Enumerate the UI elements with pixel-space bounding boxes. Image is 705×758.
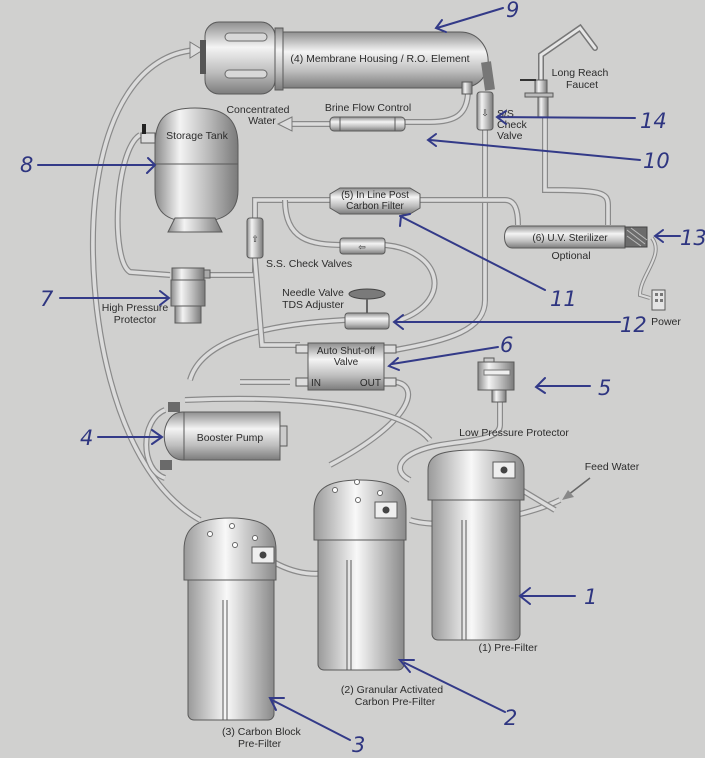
needle-valve-label-1: Needle Valve xyxy=(282,287,344,299)
carbon-block-label-1: (3) Carbon Block xyxy=(222,726,302,738)
annotation-13: 13 xyxy=(680,226,705,250)
post-carbon-filter-label-2: Carbon Filter xyxy=(346,201,404,212)
gac-pre-filter-label-1: (2) Granular Activated xyxy=(341,684,443,696)
post-carbon-filter-label-1: (5) In Line Post xyxy=(341,190,409,201)
annotation-11: 11 xyxy=(550,287,577,311)
gac-pre-filter-housing: (2) Granular Activated Carbon Pre-Filter xyxy=(313,479,443,708)
carbon-block-pre-filter-housing: (3) Carbon Block Pre-Filter xyxy=(183,517,302,750)
auto-shutoff-valve: Auto Shut-off Valve IN OUT xyxy=(295,342,397,391)
auto-shutoff-label-2: Valve xyxy=(334,357,359,368)
flow-left-icon: ⇦ xyxy=(358,242,366,252)
storage-tank: Storage Tank xyxy=(140,107,239,233)
auto-shutoff-label-1: Auto Shut-off xyxy=(317,346,375,357)
high-pressure-protector: High Pressure Protector xyxy=(102,267,211,326)
flow-arrow-icon xyxy=(189,41,204,59)
power-label: Power xyxy=(651,316,681,328)
annotation-4: 4 xyxy=(80,426,93,450)
storage-tank-label: Storage Tank xyxy=(166,130,228,142)
uv-optional-label: Optional xyxy=(551,250,590,262)
high-pressure-protector-label-1: High Pressure xyxy=(102,302,169,314)
annotation-1: 1 xyxy=(584,585,597,609)
flow-direction-icon: ⇩ xyxy=(481,108,489,118)
concentrated-water-label-2: Water xyxy=(248,115,276,127)
gac-pre-filter-label-2: Carbon Pre-Filter xyxy=(355,696,436,708)
low-pressure-protector-label: Low Pressure Protector xyxy=(459,427,569,439)
long-reach-faucet: Long Reach Faucet xyxy=(520,23,609,118)
booster-pump-label: Booster Pump xyxy=(197,432,264,444)
annotation-5: 5 xyxy=(598,376,611,400)
annotation-8: 8 xyxy=(20,153,33,177)
feed-water: Feed Water xyxy=(562,461,640,500)
pre-filter-label: (1) Pre-Filter xyxy=(479,642,538,654)
ss-check-valves-label: S.S. Check Valves xyxy=(266,258,352,270)
annotation-6: 6 xyxy=(500,333,513,357)
needle-valve-tds-adjuster: Needle Valve TDS Adjuster xyxy=(282,287,390,330)
annotation-14: 14 xyxy=(640,109,667,133)
annotation-3: 3 xyxy=(352,733,365,757)
asv-in-label: IN xyxy=(311,378,321,389)
power-plug-icon xyxy=(651,289,666,311)
faucet-label-2: Faucet xyxy=(566,79,598,91)
post-carbon-filter: (5) In Line Post Carbon Filter xyxy=(329,187,421,215)
low-pressure-protector: Low Pressure Protector xyxy=(459,357,569,439)
flow-up-icon: ⇧ xyxy=(251,234,259,244)
carbon-block-label-2: Pre-Filter xyxy=(238,738,282,750)
ss-check-valve-top: ⇩ S/S Check Valve xyxy=(476,91,528,142)
pre-filter-housing: (1) Pre-Filter xyxy=(427,449,538,654)
brine-flow-control-label: Brine Flow Control xyxy=(325,102,411,114)
annotation-9: 9 xyxy=(506,0,519,22)
membrane-housing-label: (4) Membrane Housing / R.O. Element xyxy=(290,53,469,65)
high-pressure-protector-label-2: Protector xyxy=(114,314,157,326)
ss-check-valve-top-label-3: Valve xyxy=(497,130,523,142)
membrane-housing: (4) Membrane Housing / R.O. Element xyxy=(200,21,495,95)
uv-sterilizer-label: (6) U.V. Sterilizer xyxy=(532,233,608,244)
uv-sterilizer: (6) U.V. Sterilizer Optional Power xyxy=(504,225,681,328)
asv-out-label: OUT xyxy=(360,378,381,389)
feed-arrow-icon xyxy=(562,490,574,500)
annotation-10: 10 xyxy=(643,149,670,173)
annotation-12: 12 xyxy=(620,313,647,337)
handwritten-annotations: 1 2 3 4 5 6 7 8 9 10 11 12 13 14 xyxy=(20,0,705,757)
ss-check-valves: ⇧ ⇦ S.S. Check Valves xyxy=(246,217,386,270)
needle-valve-label-2: TDS Adjuster xyxy=(282,299,344,311)
booster-pump: Booster Pump xyxy=(160,402,288,470)
brine-flow-control: Brine Flow Control Concentrated Water xyxy=(226,102,411,132)
drain-arrow-icon xyxy=(276,116,293,132)
annotation-7: 7 xyxy=(40,287,54,311)
feed-water-label: Feed Water xyxy=(585,461,640,473)
annotation-2: 2 xyxy=(504,706,517,730)
faucet-label-1: Long Reach xyxy=(552,67,609,79)
concentrated-water-label-1: Concentrated xyxy=(226,104,289,116)
